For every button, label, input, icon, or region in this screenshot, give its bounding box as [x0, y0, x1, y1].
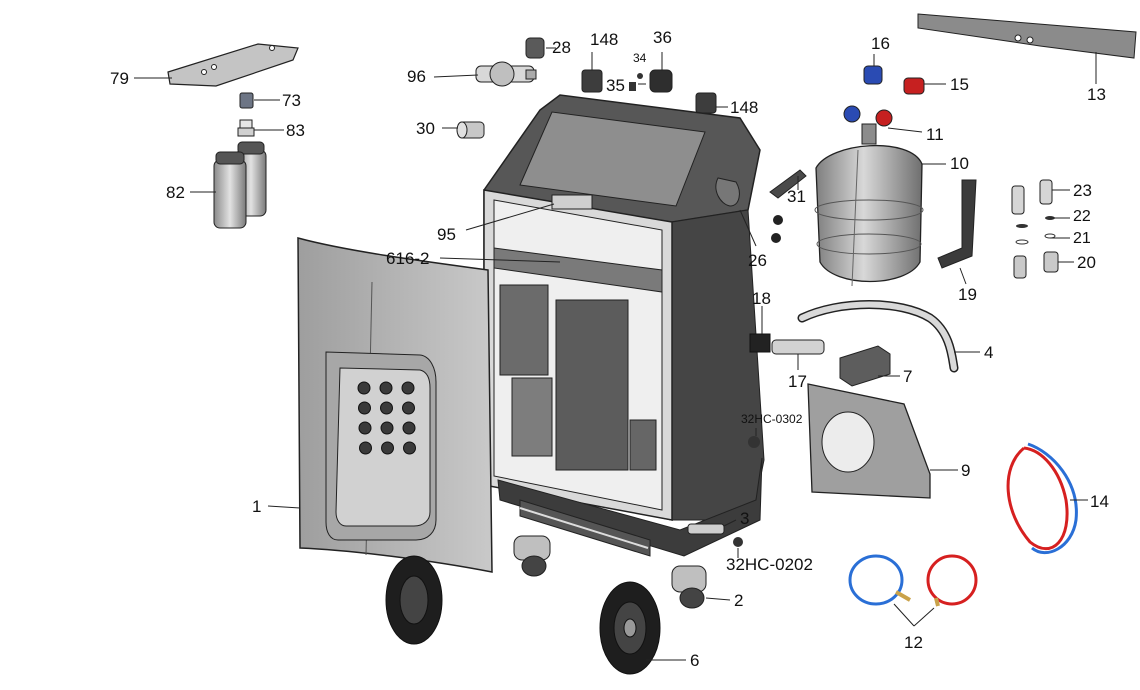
keypad-button: [380, 401, 393, 415]
keypad-button: [401, 381, 415, 395]
keypad-button: [381, 441, 394, 455]
keypad-button: [359, 441, 372, 455]
keypad-button: [403, 441, 416, 455]
keypad-button: [358, 421, 372, 435]
label-95: 95: [437, 225, 456, 244]
part-12-red-hose: [926, 554, 978, 607]
part-13-bracket: [917, 13, 1137, 59]
label-26: 26: [748, 251, 767, 270]
label-10: 10: [950, 154, 969, 173]
keypad-button: [379, 381, 393, 395]
label-36: 36: [653, 28, 672, 47]
label-31: 31: [787, 187, 806, 206]
part-79-mounting-plate: [167, 43, 299, 87]
label-148-b: 148: [730, 98, 759, 117]
part-36-knob: [649, 69, 673, 93]
part-18-block: [749, 333, 771, 353]
keypad-button: [380, 421, 394, 435]
part-17-coupler: [771, 339, 825, 355]
label-18: 18: [752, 289, 771, 308]
part-1-front-door: [297, 237, 493, 573]
keypad-button: [358, 401, 371, 415]
rear-wheel: [385, 555, 443, 645]
label-82: 82: [166, 183, 185, 202]
part-4-hose: [797, 300, 959, 373]
part-26-handle: [715, 177, 740, 207]
part-23-fitting: [1011, 179, 1053, 215]
label-19: 19: [958, 285, 977, 304]
part-19-strap: [937, 179, 977, 269]
label-13: 13: [1087, 85, 1106, 104]
label-34: 34: [633, 51, 647, 65]
label-16: 16: [871, 34, 890, 53]
label-9: 9: [961, 461, 971, 480]
part-10-tank: [814, 145, 924, 287]
label-23: 23: [1073, 181, 1092, 200]
label-21: 21: [1073, 230, 1091, 247]
label-11: 11: [926, 125, 944, 144]
keypad-button: [402, 421, 416, 435]
part-7-solenoid: [839, 345, 891, 387]
part-148-clip-a: [581, 69, 603, 93]
leader-lines: [134, 47, 1097, 661]
label-32hc-0302: 32HC-0302: [741, 412, 803, 426]
label-73: 73: [282, 91, 301, 110]
keypad-buttons: [357, 381, 416, 455]
label-2: 2: [734, 591, 744, 610]
part-9-housing: [807, 383, 931, 499]
part-14-hose-pair: [1006, 442, 1078, 555]
part-82-filter-pair: [213, 141, 267, 229]
label-17: 17: [788, 372, 807, 391]
part-148-clip-b: [695, 92, 717, 114]
label-32hc-0202: 32HC-0202: [726, 555, 813, 574]
part-96-sight-glass: [475, 61, 537, 87]
part-28-knob: [525, 37, 545, 59]
front-caster: [513, 535, 551, 577]
label-28: 28: [552, 38, 571, 57]
label-35: 35: [606, 76, 625, 95]
label-22: 22: [1073, 208, 1091, 225]
part-20-fitting: [1013, 251, 1059, 279]
main-cabinet-frame: [483, 94, 765, 557]
part-11-valve: [843, 105, 893, 145]
part-16-blue-cap: [863, 65, 883, 85]
label-6: 6: [690, 651, 700, 670]
part-21-washer: [1015, 233, 1056, 245]
label-14: 14: [1090, 492, 1109, 511]
label-20: 20: [1077, 253, 1096, 272]
keypad-button: [402, 401, 415, 415]
label-616-2: 616-2: [386, 249, 430, 268]
keypad-button: [357, 381, 371, 395]
part-15-red-cap: [903, 77, 925, 95]
part-32hc-0302-nut: [748, 436, 760, 448]
label-3: 3: [740, 509, 750, 528]
label-7: 7: [903, 367, 913, 386]
part-83-fitting: [237, 119, 255, 137]
part-31-bracket: [769, 169, 807, 243]
label-79: 79: [110, 69, 129, 88]
part-73-fitting: [239, 92, 254, 109]
label-83: 83: [286, 121, 305, 140]
label-148-a: 148: [590, 30, 619, 49]
label-12: 12: [904, 633, 923, 652]
label-4: 4: [984, 343, 994, 362]
part-22-oring: [1016, 216, 1055, 228]
part-30-coupling: [456, 121, 485, 139]
part-2-caster: [671, 565, 707, 609]
label-1: 1: [252, 497, 262, 516]
part-12-blue-hose: [848, 554, 911, 606]
part-3-bolt: [687, 523, 725, 535]
part-6-wheel: [599, 581, 661, 675]
label-15: 15: [950, 75, 969, 94]
part-32hc-0202-nut: [733, 537, 743, 547]
label-30: 30: [416, 119, 435, 138]
label-96: 96: [407, 67, 426, 86]
part-34-35-screw: [629, 73, 643, 91]
